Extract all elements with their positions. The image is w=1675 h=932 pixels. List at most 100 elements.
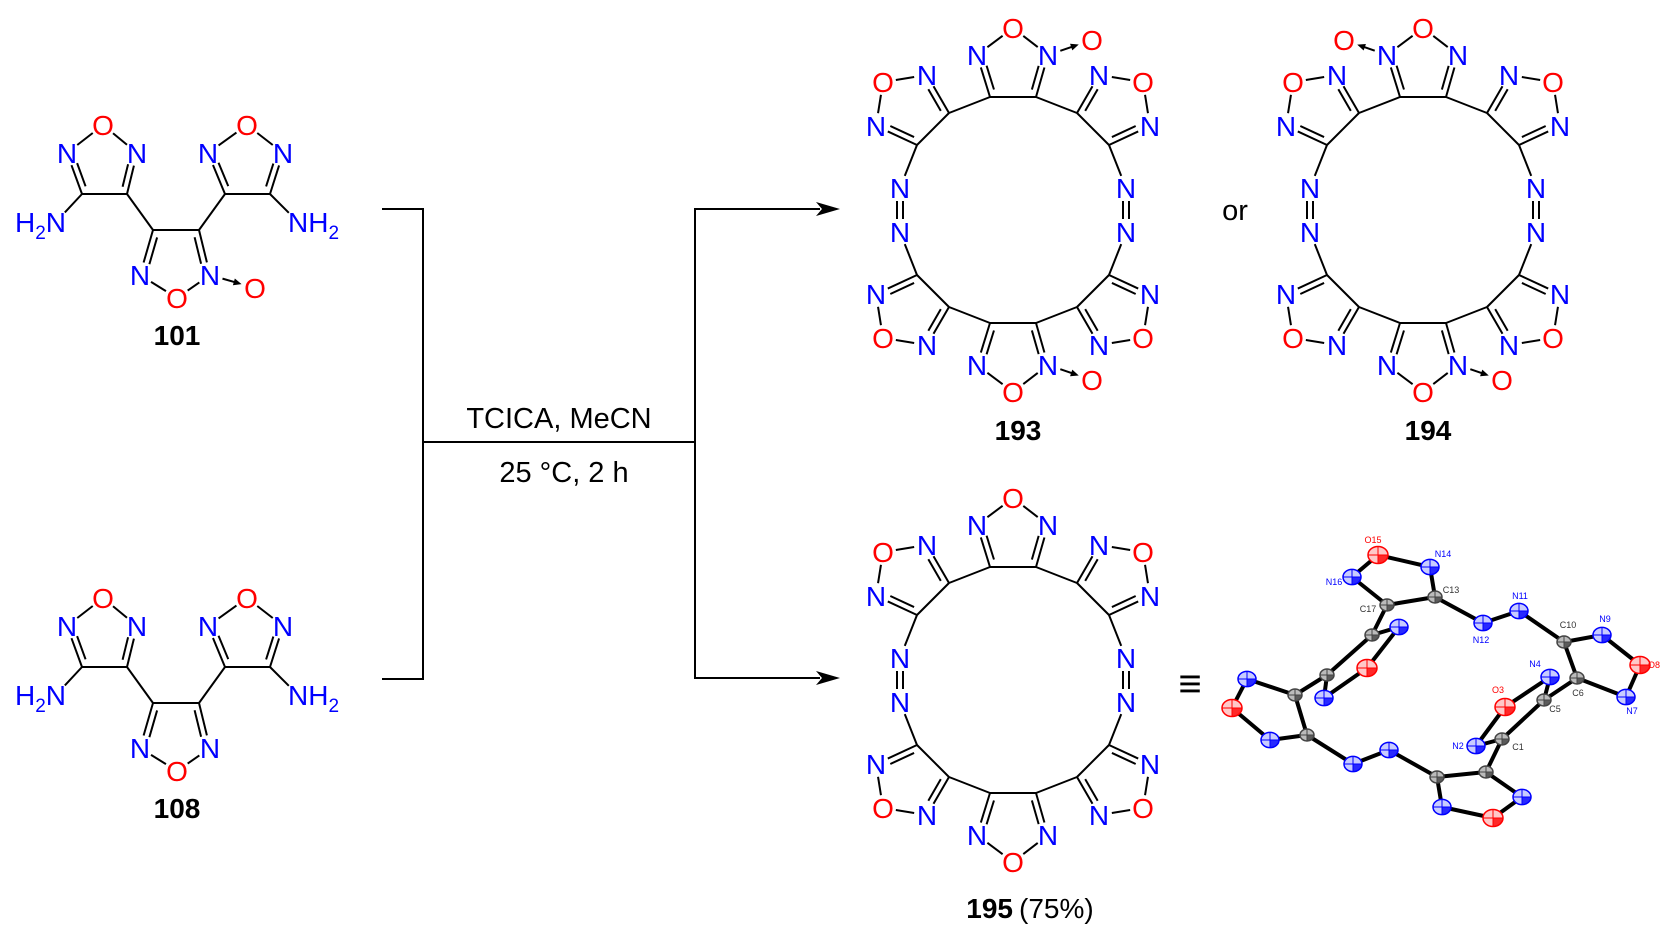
crystal-atom-label: C1 [1512,742,1524,752]
ellipsoid-n [1260,731,1280,749]
double-bond [1486,85,1504,114]
double-bond-inner [889,282,915,295]
nitrogen-atom: N [967,40,987,71]
n-oxide-arrowhead [1357,43,1366,51]
amino-group: NH2 [288,207,339,244]
double-bond-inner [1084,558,1099,582]
double-bond [126,165,135,195]
double-bond-inner [148,237,159,265]
crystal-atom-label: N16 [1326,577,1343,587]
double-bond-inner [889,595,915,608]
oxygen-atom: O [1282,67,1304,98]
single-bond [112,132,128,146]
single-bond [1035,566,1078,584]
double-bond-inner [889,125,915,138]
double-bond [1035,67,1046,98]
single-bond [1144,564,1149,584]
ellipsoid-n [1343,755,1363,773]
double-bond-inner [1111,282,1137,295]
condition-reagents: TCICA, MeCN [466,403,651,435]
ellipsoid-n [1342,568,1362,586]
crystal-atom-label: C13 [1443,585,1460,595]
nitrogen-atom: N [866,111,886,142]
double-bond-inner [1440,65,1450,90]
nitrogen-atom: N [866,749,886,780]
double-bond [979,322,991,353]
product-splitter [694,208,820,679]
double-bond-inner [193,710,203,738]
double-bond [212,637,226,668]
double-bond-inner [1111,595,1137,608]
double-bond [1389,67,1401,98]
crystal-atom-label: C6 [1572,688,1584,698]
double-bond [1518,274,1549,290]
arrowhead-top [816,202,840,216]
ellipsoid-c [1364,628,1380,642]
n-oxide-bond [222,277,237,284]
crystal-atom-label: N14 [1435,549,1452,559]
oxygen-atom: O [1081,25,1103,56]
nitrogen-atom: N [1089,330,1109,361]
crystal-bond [1325,633,1374,677]
nitrogen-atom: N [130,733,150,764]
nitrogen-atom: N [1499,330,1519,361]
single-bond [1022,35,1039,48]
ellipsoid-n [1509,602,1529,620]
double-bond [142,229,154,263]
single-bond [877,94,882,114]
single-bond [916,582,950,616]
n-oxide-bond [1469,368,1484,375]
reactant-bracket [382,208,424,680]
double-bond [212,164,226,195]
single-bond [1326,274,1360,308]
compound-label-108: 108 [154,793,201,824]
nitrogen-atom: N [967,350,987,381]
nitrogen-atom: N [1038,820,1058,851]
ellipsoid-c [1478,765,1494,779]
nitrogen-atom: N [890,643,910,674]
crystal-atom-label: C17 [1360,604,1377,614]
ellipsoid-n [1592,626,1612,644]
double-bond-inner [1337,88,1352,112]
ellipsoid-c [1319,668,1335,682]
single-bond [1076,744,1110,778]
double-bond-inner [927,88,942,112]
single-bond [986,504,1004,519]
ellipsoid-c [1299,728,1315,742]
single-bond [1313,144,1328,177]
equivalence-symbol: ≡ [1178,662,1201,706]
double-bond-inner [985,65,995,90]
nitrogen-atom: N [1116,173,1136,204]
nitrogen-atom: N [1276,111,1296,142]
ellipsoid-n [1473,614,1493,632]
ellipsoid-o [1356,658,1378,678]
double-bond [932,776,950,805]
double-bond-inner [1337,308,1352,332]
nitrogen-atom: N [1116,217,1136,248]
single-bond [1144,94,1149,114]
nitrogen-atom: N [890,687,910,718]
double-bond [1445,322,1456,353]
single-bond [269,666,290,687]
double-bond [198,229,208,263]
single-bond [1396,371,1414,386]
nitrogen-atom: N [1300,173,1320,204]
single-bond [903,144,918,177]
nitrogen-atom: N [198,138,218,169]
single-bond [1111,76,1131,81]
nitrogen-atom: N [866,279,886,310]
crystal-atom-label: C10 [1560,620,1577,630]
crystal-bond [1436,770,1487,779]
ellipsoid-c [1427,590,1443,604]
oxygen-atom: O [1002,847,1024,878]
double-bond-inner [76,162,87,187]
single-bond [916,744,950,778]
ellipsoid-c [1569,671,1585,685]
ellipsoid-n [1432,798,1452,816]
nitrogen-atom: N [273,611,293,642]
nitrogen-atom: N [890,173,910,204]
oxygen-atom: O [1412,377,1434,408]
double-bond-inner [889,752,915,765]
single-bond [269,193,290,214]
double-bond [70,164,83,195]
